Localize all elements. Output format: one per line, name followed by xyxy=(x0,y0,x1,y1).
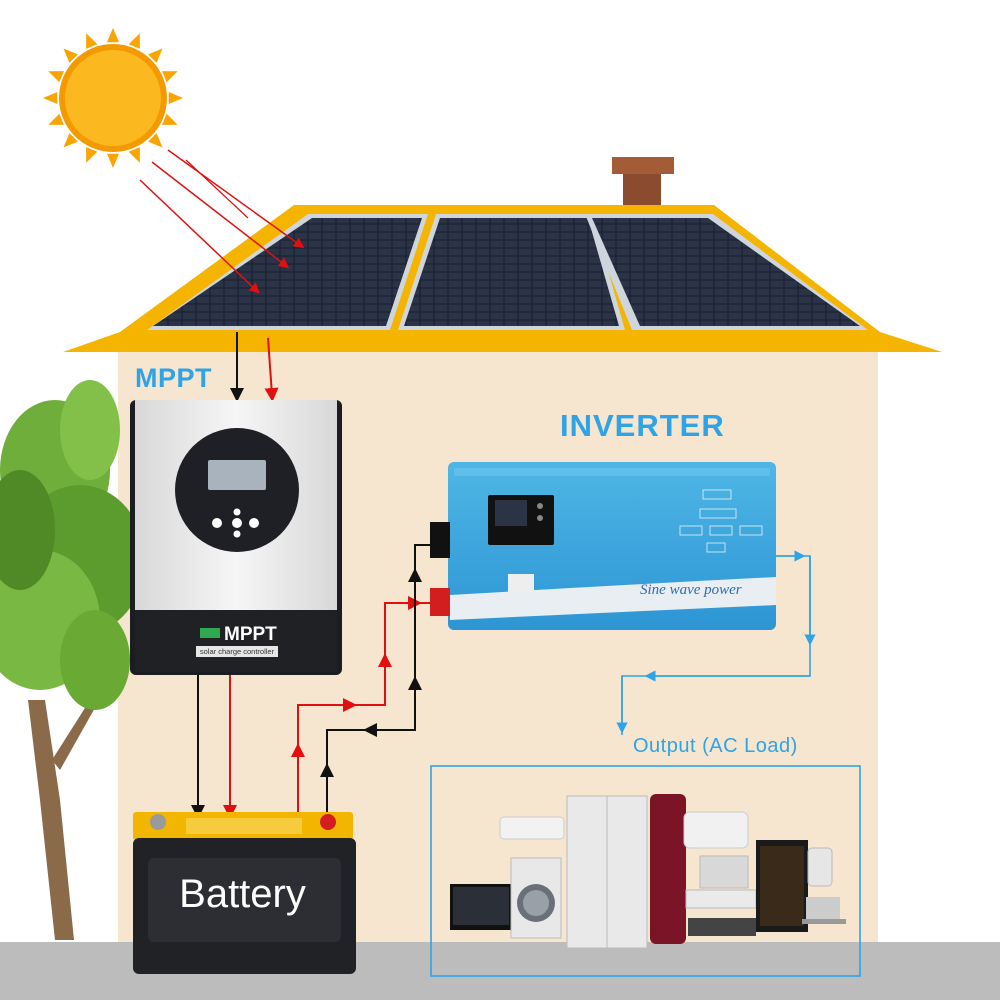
sun-ray xyxy=(86,33,98,49)
battery-inverter-wires xyxy=(291,544,435,812)
mppt-brand-label: MPPT xyxy=(224,624,277,645)
inverter-icon xyxy=(430,462,776,630)
sun-ray xyxy=(48,113,64,125)
sun-ray xyxy=(148,48,163,63)
sine-wave-label: Sine wave power xyxy=(640,582,742,598)
sun-ray xyxy=(63,48,78,63)
battery-icon xyxy=(133,812,356,974)
sun-ray xyxy=(128,33,140,49)
solar-panel-icon xyxy=(147,214,868,330)
sun-ray xyxy=(48,71,64,83)
sun-ray xyxy=(107,153,119,168)
ac-output-wires xyxy=(616,550,816,735)
panel-wires xyxy=(230,332,279,402)
mppt-battery-wires xyxy=(191,675,237,819)
output-title: Output (AC Load) xyxy=(633,735,798,757)
sun-ray xyxy=(107,28,119,43)
mppt-controller-icon xyxy=(130,400,342,675)
mppt-subtitle-label: solar charge controller xyxy=(196,646,278,657)
sun-ray xyxy=(63,133,78,148)
inverter-title: INVERTER xyxy=(560,408,725,443)
sun-icon xyxy=(43,28,183,168)
sun-ray xyxy=(162,113,178,125)
battery-label: Battery xyxy=(179,872,306,916)
sun-ray xyxy=(86,147,98,163)
tree-icon xyxy=(0,380,145,940)
sun-ray xyxy=(128,147,140,163)
sun-ray xyxy=(43,92,58,104)
appliances-icon xyxy=(450,794,846,949)
sunlight-arrows xyxy=(139,149,305,294)
sun-ray xyxy=(162,71,178,83)
sun-ray xyxy=(168,92,183,104)
mppt-title: MPPT xyxy=(135,363,213,393)
sun-ray xyxy=(148,133,163,148)
output-box xyxy=(430,765,861,977)
